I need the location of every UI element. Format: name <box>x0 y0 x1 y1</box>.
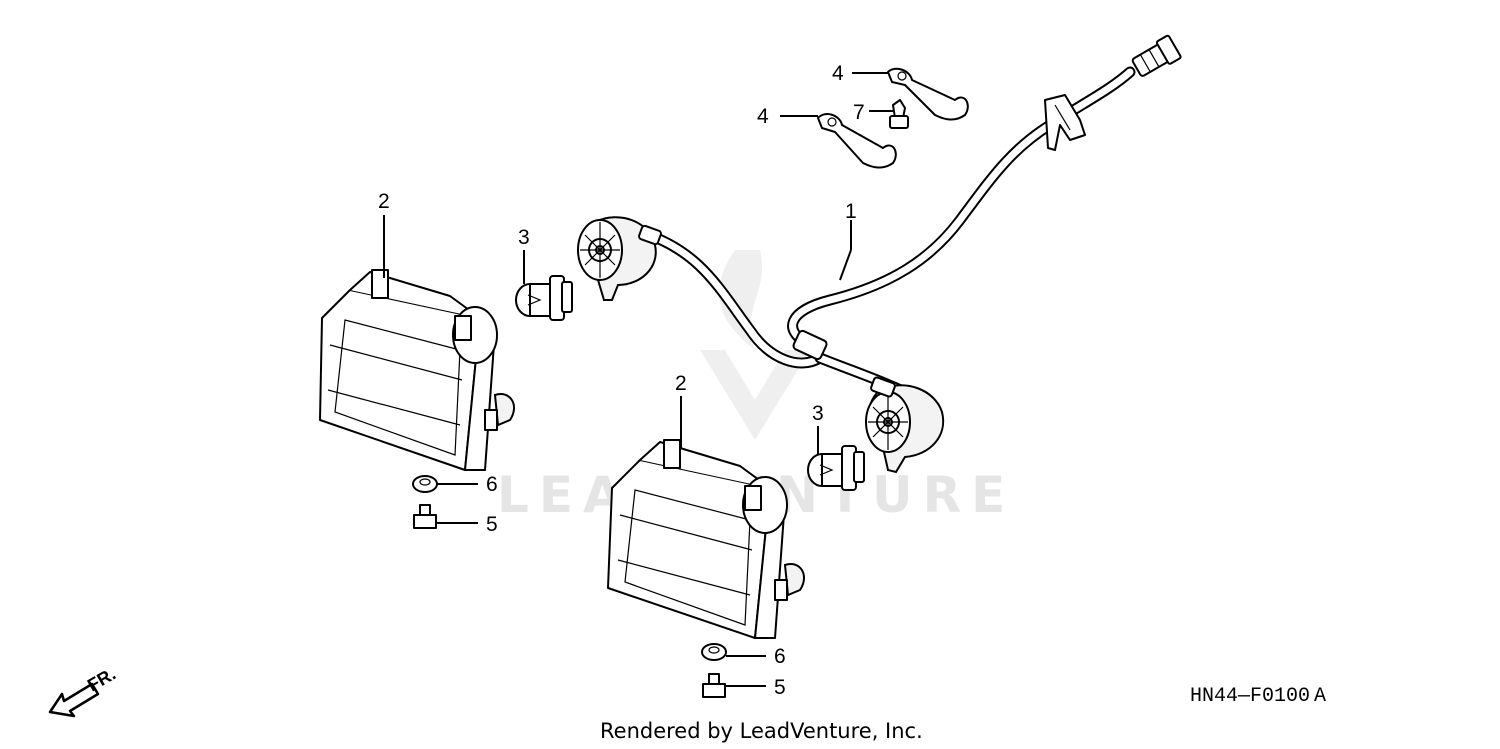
left-headlight[interactable] <box>319 269 515 471</box>
callout-5-right: 5 <box>774 676 786 699</box>
screw-7[interactable] <box>889 99 909 129</box>
lower-bulb[interactable] <box>807 445 865 491</box>
callout-7: 7 <box>853 101 865 124</box>
callout-2-right: 2 <box>675 372 687 395</box>
render-credit: Rendered by LeadVenture, Inc. <box>600 719 923 743</box>
nut-6-right[interactable] <box>701 643 727 661</box>
upper-socket[interactable] <box>577 216 662 301</box>
callout-4-upper: 4 <box>832 62 844 85</box>
front-direction-arrow: FR. <box>48 664 119 718</box>
lower-socket[interactable] <box>865 376 945 474</box>
callout-6-right: 6 <box>774 645 786 668</box>
callout-labels: 1 2 2 3 3 4 4 5 6 5 6 5 7 <box>378 62 865 699</box>
callout-3-lower: 3 <box>812 402 824 425</box>
diagram-code: HN44—F0100 A <box>1190 685 1326 708</box>
upper-bulb[interactable] <box>515 275 573 321</box>
nut-6-left[interactable] <box>412 475 438 493</box>
callout-1: 1 <box>845 200 857 223</box>
bolt-5-right[interactable] <box>702 673 726 698</box>
wire-harness[interactable] <box>634 34 1182 398</box>
lower-bracket[interactable] <box>817 113 897 169</box>
bolt-5-left[interactable] <box>413 504 437 529</box>
callout-6-left: 6 <box>486 473 498 496</box>
right-headlight[interactable] <box>607 439 805 639</box>
callout-5-left-b: 5 <box>486 513 498 536</box>
callout-2-left: 2 <box>378 190 390 213</box>
callout-4-lower: 4 <box>757 105 769 128</box>
upper-bracket[interactable] <box>887 67 969 121</box>
leader-lines <box>383 72 893 687</box>
callout-3-upper: 3 <box>518 226 530 249</box>
